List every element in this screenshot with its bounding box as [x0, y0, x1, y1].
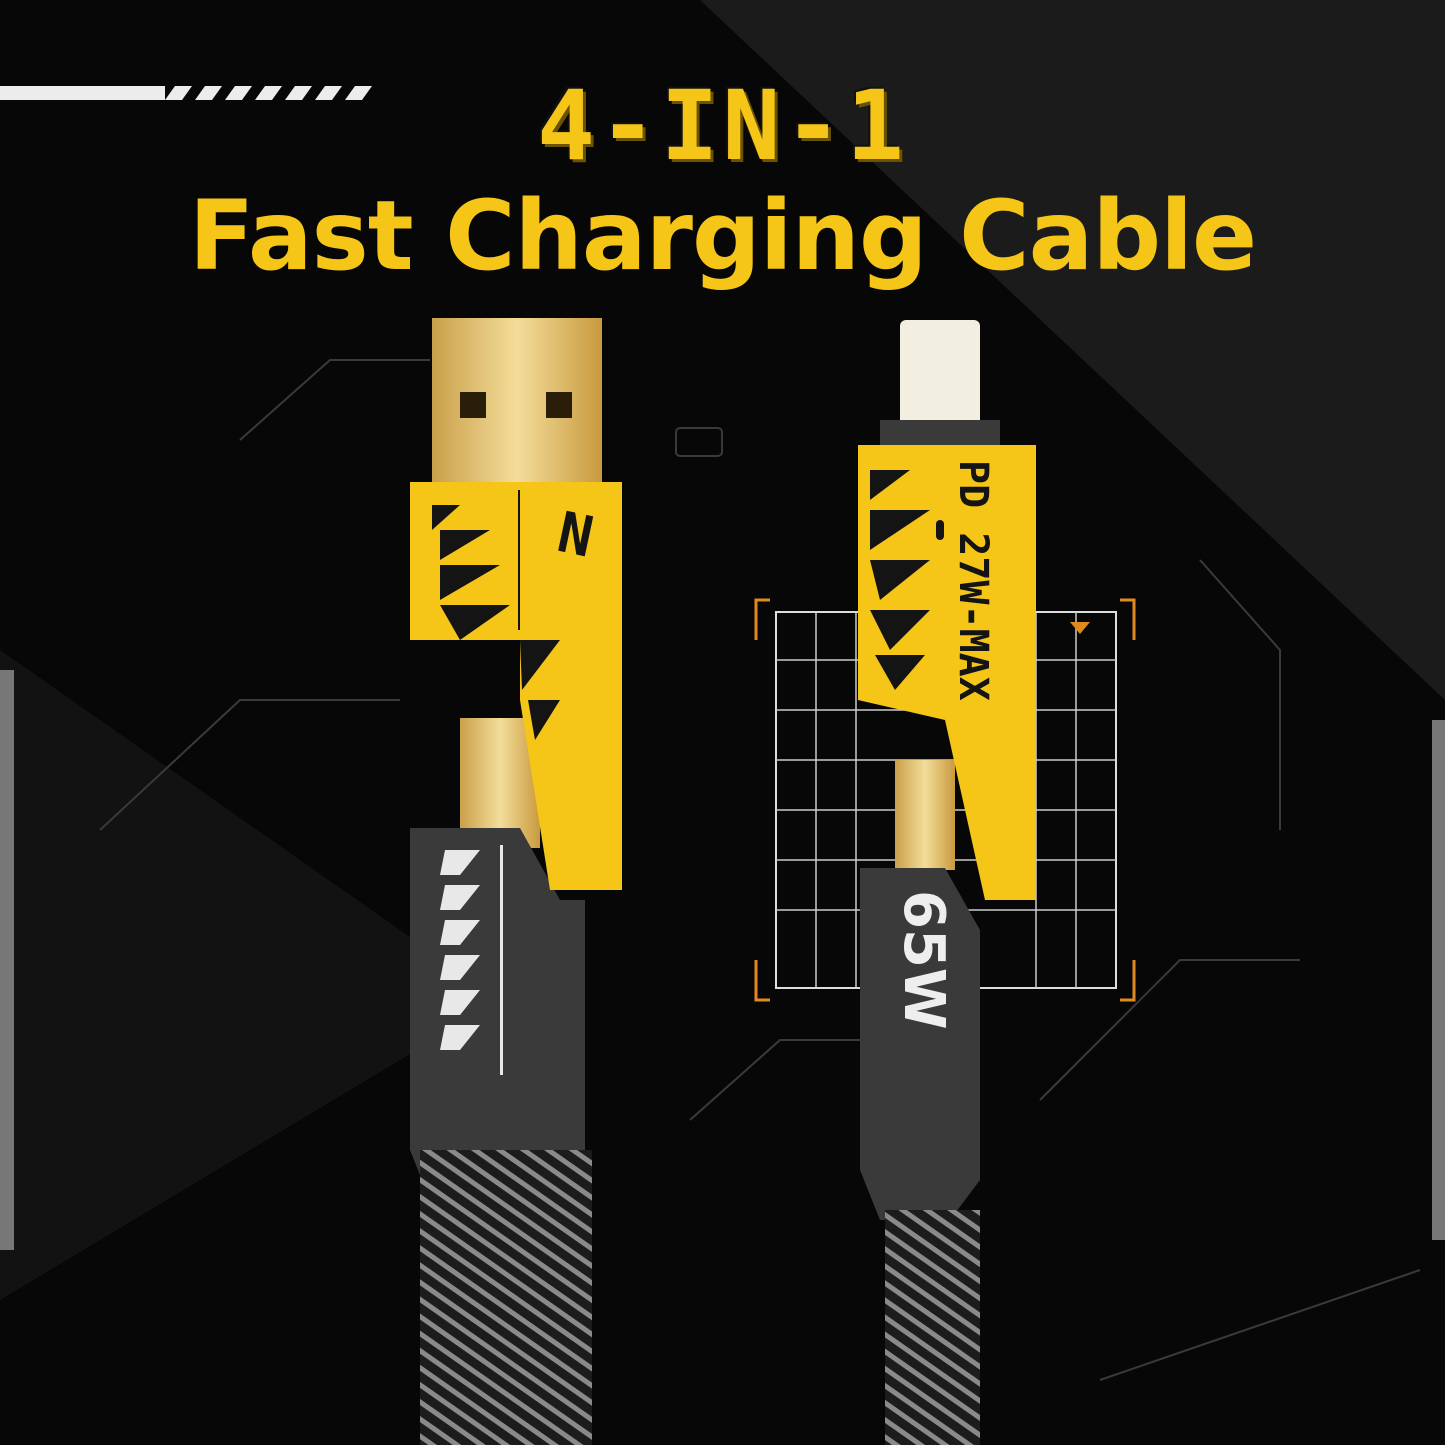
right-shell-slots [870, 470, 944, 690]
background-panel [700, 0, 1445, 700]
right-yellow-shell [858, 445, 1036, 900]
headline-4-in-1: 4-IN-1 [537, 70, 908, 182]
lightning-connector [900, 320, 980, 440]
side-bar [1432, 720, 1445, 1240]
circuit-lines [99, 359, 1421, 1381]
side-bar [0, 670, 14, 1250]
pd-27w-label: PD 27W-MAX [950, 460, 996, 701]
usb-a-connector [432, 318, 602, 508]
usb-c-connector-right [895, 760, 955, 870]
left-cable-braid [420, 1150, 592, 1445]
right-cable-braid [885, 1210, 980, 1445]
header-stripes [0, 86, 372, 100]
left-housing-stripes [440, 845, 503, 1075]
headline-fast-charging-cable: Fast Charging Cable [188, 180, 1257, 292]
background-panel [0, 650, 500, 1300]
right-housing [860, 868, 980, 1220]
power-label-65w: 65W [891, 890, 956, 1030]
left-shell-slots [432, 490, 560, 740]
